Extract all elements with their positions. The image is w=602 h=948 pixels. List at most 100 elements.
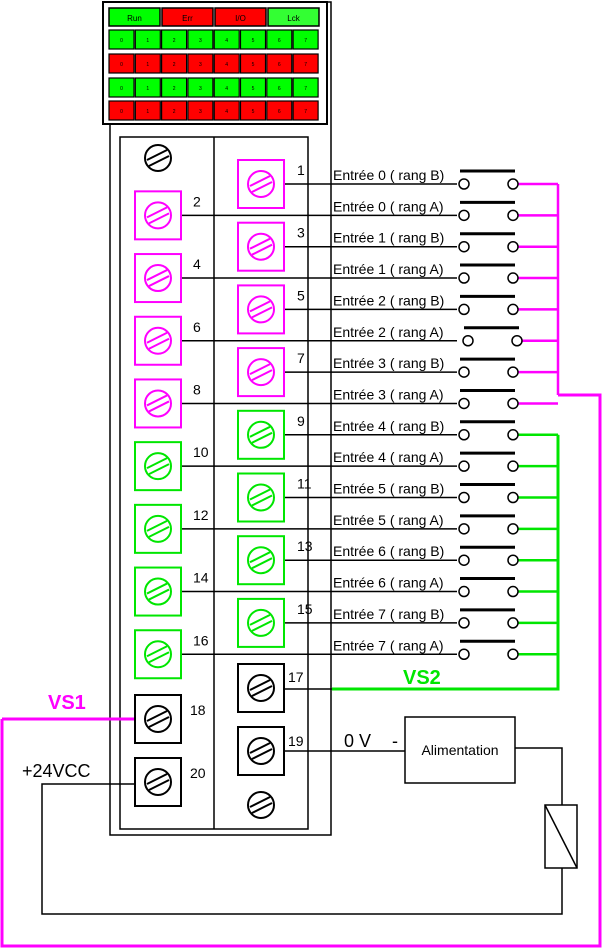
screw-slot: [251, 557, 273, 570]
input-label: Entrée 5 ( rang A): [333, 512, 444, 528]
terminal-12: 12: [134, 503, 209, 554]
channel-led-label: 4: [225, 86, 228, 92]
screw-slot: [146, 710, 168, 722]
channel-led-label: 2: [173, 62, 176, 68]
screw-slot: [249, 614, 271, 626]
input-label: Entrée 1 ( rang B): [333, 230, 444, 246]
channel-led-label: 3: [199, 86, 202, 92]
channel-led-label: 1: [146, 62, 149, 68]
switch-contact: [507, 585, 519, 598]
terminal-number: 11: [297, 476, 312, 492]
screw-slot: [249, 363, 271, 375]
screw-slot: [249, 796, 271, 808]
channel-led-label: 5: [252, 62, 255, 68]
switch-contact: [507, 366, 519, 378]
terminal-9: 9: [237, 409, 305, 460]
terminal-1: 1: [237, 159, 305, 209]
channel-led: [134, 53, 161, 74]
switch-contact: [458, 429, 470, 441]
input-label: Entrée 4 ( rang A): [333, 449, 444, 465]
pushbutton-switch: Entrée 6 ( rang B): [333, 543, 519, 566]
switch-contact: [462, 335, 474, 347]
pushbutton-switch: Entrée 0 ( rang A): [333, 198, 519, 222]
spare-screw: [247, 791, 275, 819]
pushbutton-switch: Entrée 3 ( rang B): [333, 355, 519, 378]
channel-led: [213, 29, 240, 50]
pushbutton-switch: Entrée 1 ( rang A): [333, 261, 519, 284]
channel-led: [187, 100, 214, 121]
input-label: Entrée 6 ( rang B): [333, 543, 444, 559]
channel-led-label: 4: [225, 109, 228, 115]
pushbutton-switch: Entrée 4 ( rang A): [333, 449, 519, 472]
switch-contact: [458, 272, 470, 284]
terminal-number: 12: [193, 507, 209, 523]
terminal-11: 11: [237, 472, 312, 523]
terminal-number: 1: [297, 162, 305, 178]
terminal-8: 8: [134, 378, 201, 429]
switch-contact: [458, 397, 470, 410]
channel-led-label: 5: [252, 86, 255, 92]
channel-led-label: 6: [278, 109, 281, 115]
terminal-number: 14: [193, 570, 209, 586]
pushbutton-switch: Entrée 7 ( rang B): [333, 606, 519, 629]
channel-led-label: 3: [199, 38, 202, 44]
screw-slot: [251, 802, 273, 814]
screw-slot: [148, 588, 170, 601]
power-terminals: [134, 144, 285, 819]
switch-contact: [507, 397, 519, 410]
screw-slot: [251, 748, 273, 760]
channel-led: [187, 77, 214, 98]
terminal-number: 9: [297, 413, 305, 429]
screw-slot: [249, 551, 271, 564]
status-led-label: Run: [127, 14, 142, 23]
screw-slot: [146, 457, 168, 470]
channel-led-label: 2: [173, 109, 176, 115]
switch-contact: [458, 303, 470, 316]
pushbutton-switch: Entrée 1 ( rang B): [333, 230, 519, 253]
vcc-label: +24VCC: [22, 761, 91, 781]
channel-led-label: 6: [278, 62, 281, 68]
screw-slot: [146, 269, 168, 281]
terminal-box: [237, 159, 285, 209]
channel-led: [292, 100, 319, 121]
channel-led: [161, 100, 188, 121]
terminal-17: [237, 663, 285, 713]
terminal-3: 3: [237, 221, 305, 272]
terminal-number: 15: [297, 601, 313, 617]
screw-slot: [148, 525, 170, 538]
channel-led: [161, 53, 188, 74]
channel-led: [108, 77, 135, 98]
terminal-20: [134, 757, 182, 807]
channel-led-label: 2: [173, 86, 176, 92]
screw-slot: [249, 488, 271, 501]
status-led-label: Err: [182, 14, 193, 23]
terminal-number: 5: [297, 287, 305, 303]
channel-led: [134, 77, 161, 98]
switch-contact: [507, 240, 519, 253]
wire-alim-out: [515, 747, 563, 805]
screw-slot: [148, 779, 170, 791]
pushbutton-switch: Entrée 2 ( rang A): [333, 324, 523, 347]
alimentation-box: [404, 716, 516, 784]
channel-led-label: 7: [304, 62, 307, 68]
input-label: Entrée 1 ( rang A): [333, 261, 444, 277]
terminal-number: 19: [288, 733, 304, 749]
channel-led-label: 5: [252, 109, 255, 115]
terminal-18: [134, 694, 182, 744]
status-led-label: I/O: [235, 14, 246, 23]
pushbutton-switch: Entrée 5 ( rang A): [333, 512, 519, 535]
channel-led-label: 6: [278, 38, 281, 44]
switch-contact: [458, 617, 470, 629]
channel-led: [239, 29, 267, 50]
channel-led-label: 7: [304, 109, 307, 115]
switch-contact: [458, 209, 470, 222]
vs1-wire: [0, 393, 602, 948]
channel-led: [266, 100, 293, 121]
pushbutton-switch: Entrée 4 ( rang B): [333, 418, 519, 441]
screw-slot: [146, 519, 168, 532]
terminal-box: [237, 221, 285, 272]
channel-led: [266, 53, 293, 74]
channel-led: [187, 53, 214, 74]
